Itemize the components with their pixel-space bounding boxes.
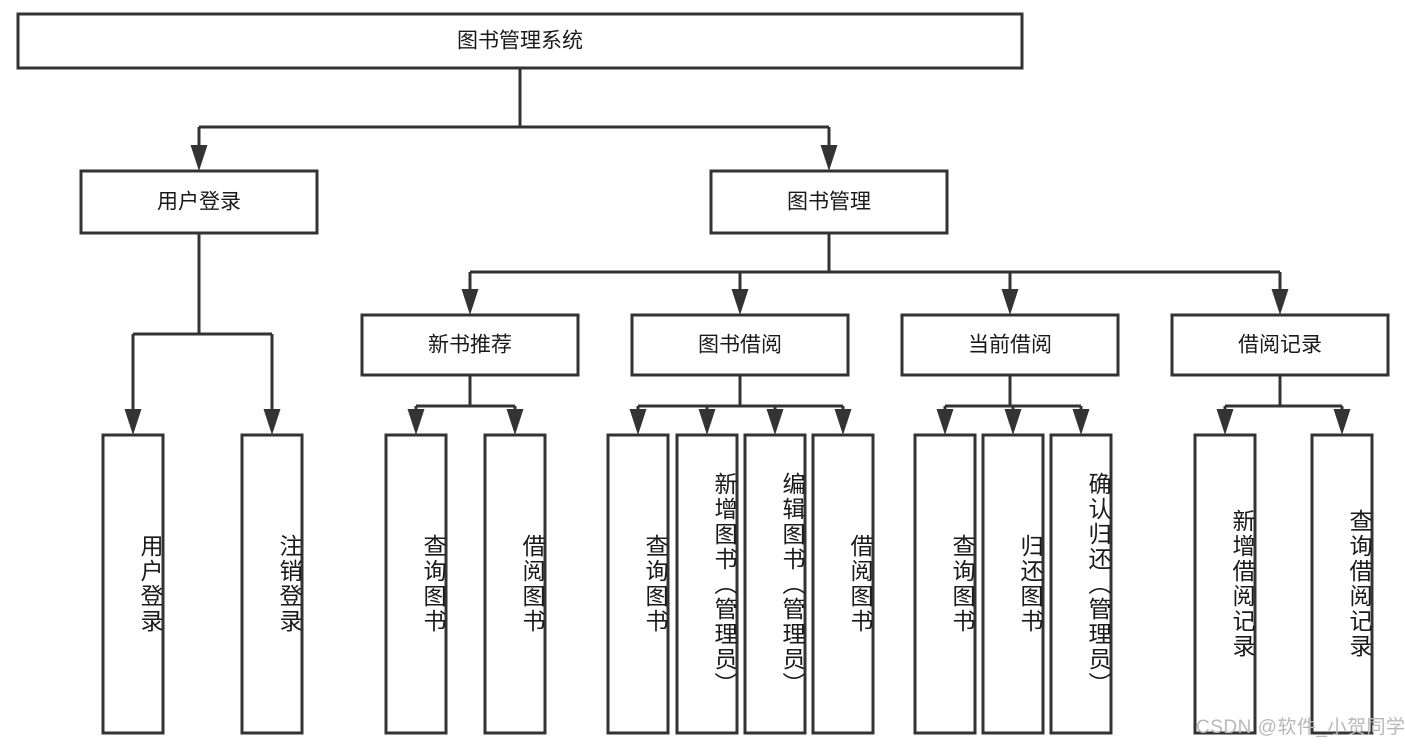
node-new-book-recommend[interactable]: 新书推荐 (360, 313, 580, 377)
leaf-edit-book-admin[interactable] (743, 433, 807, 735)
node-book-borrow-label: 图书借阅 (698, 334, 782, 357)
leaf-query-book-recommend[interactable] (384, 433, 448, 735)
csdn-watermark: CSDN @软件_小贺同学 (1196, 717, 1405, 738)
connector-record-to-leaves (1216, 375, 1351, 435)
connector-userlogin-to-leaves (124, 233, 281, 435)
leaf-add-book-admin[interactable] (675, 433, 739, 735)
node-book-borrow[interactable]: 图书借阅 (630, 313, 850, 377)
leaf-query-book-borrow[interactable] (606, 433, 670, 735)
leaf-query-book-current[interactable] (913, 433, 977, 735)
node-borrow-record[interactable]: 借阅记录 (1170, 313, 1390, 377)
node-book-management-label: 图书管理 (787, 191, 871, 214)
leaf-add-borrow-record[interactable] (1193, 433, 1257, 735)
node-borrow-record-label: 借阅记录 (1238, 334, 1322, 357)
connector-borrow-to-leaves (629, 375, 852, 435)
node-current-borrow-label: 当前借阅 (968, 334, 1052, 357)
node-root[interactable]: 图书管理系统 (16, 12, 1024, 70)
node-new-book-recommend-label: 新书推荐 (428, 334, 512, 357)
connector-current-to-leaves (936, 375, 1090, 435)
leaf-borrow-book-recommend[interactable] (483, 433, 547, 735)
leaf-borrow-book[interactable] (811, 433, 875, 735)
connector-recommend-to-leaves (407, 375, 524, 435)
node-root-label: 图书管理系统 (457, 30, 583, 53)
node-user-login[interactable]: 用户登录 (79, 169, 319, 235)
leaf-user-login[interactable] (101, 433, 165, 735)
connector-bookmgmt-to-level3 (461, 233, 1289, 315)
connector-root-to-level2 (190, 68, 838, 171)
leaf-return-book[interactable] (981, 433, 1045, 735)
node-current-borrow[interactable]: 当前借阅 (900, 313, 1120, 377)
leaf-logout-login[interactable] (240, 433, 304, 735)
leaf-query-borrow-record[interactable] (1310, 433, 1374, 735)
leaf-confirm-return-admin[interactable] (1049, 433, 1113, 735)
node-book-management[interactable]: 图书管理 (709, 169, 949, 235)
node-user-login-label: 用户登录 (157, 191, 241, 214)
